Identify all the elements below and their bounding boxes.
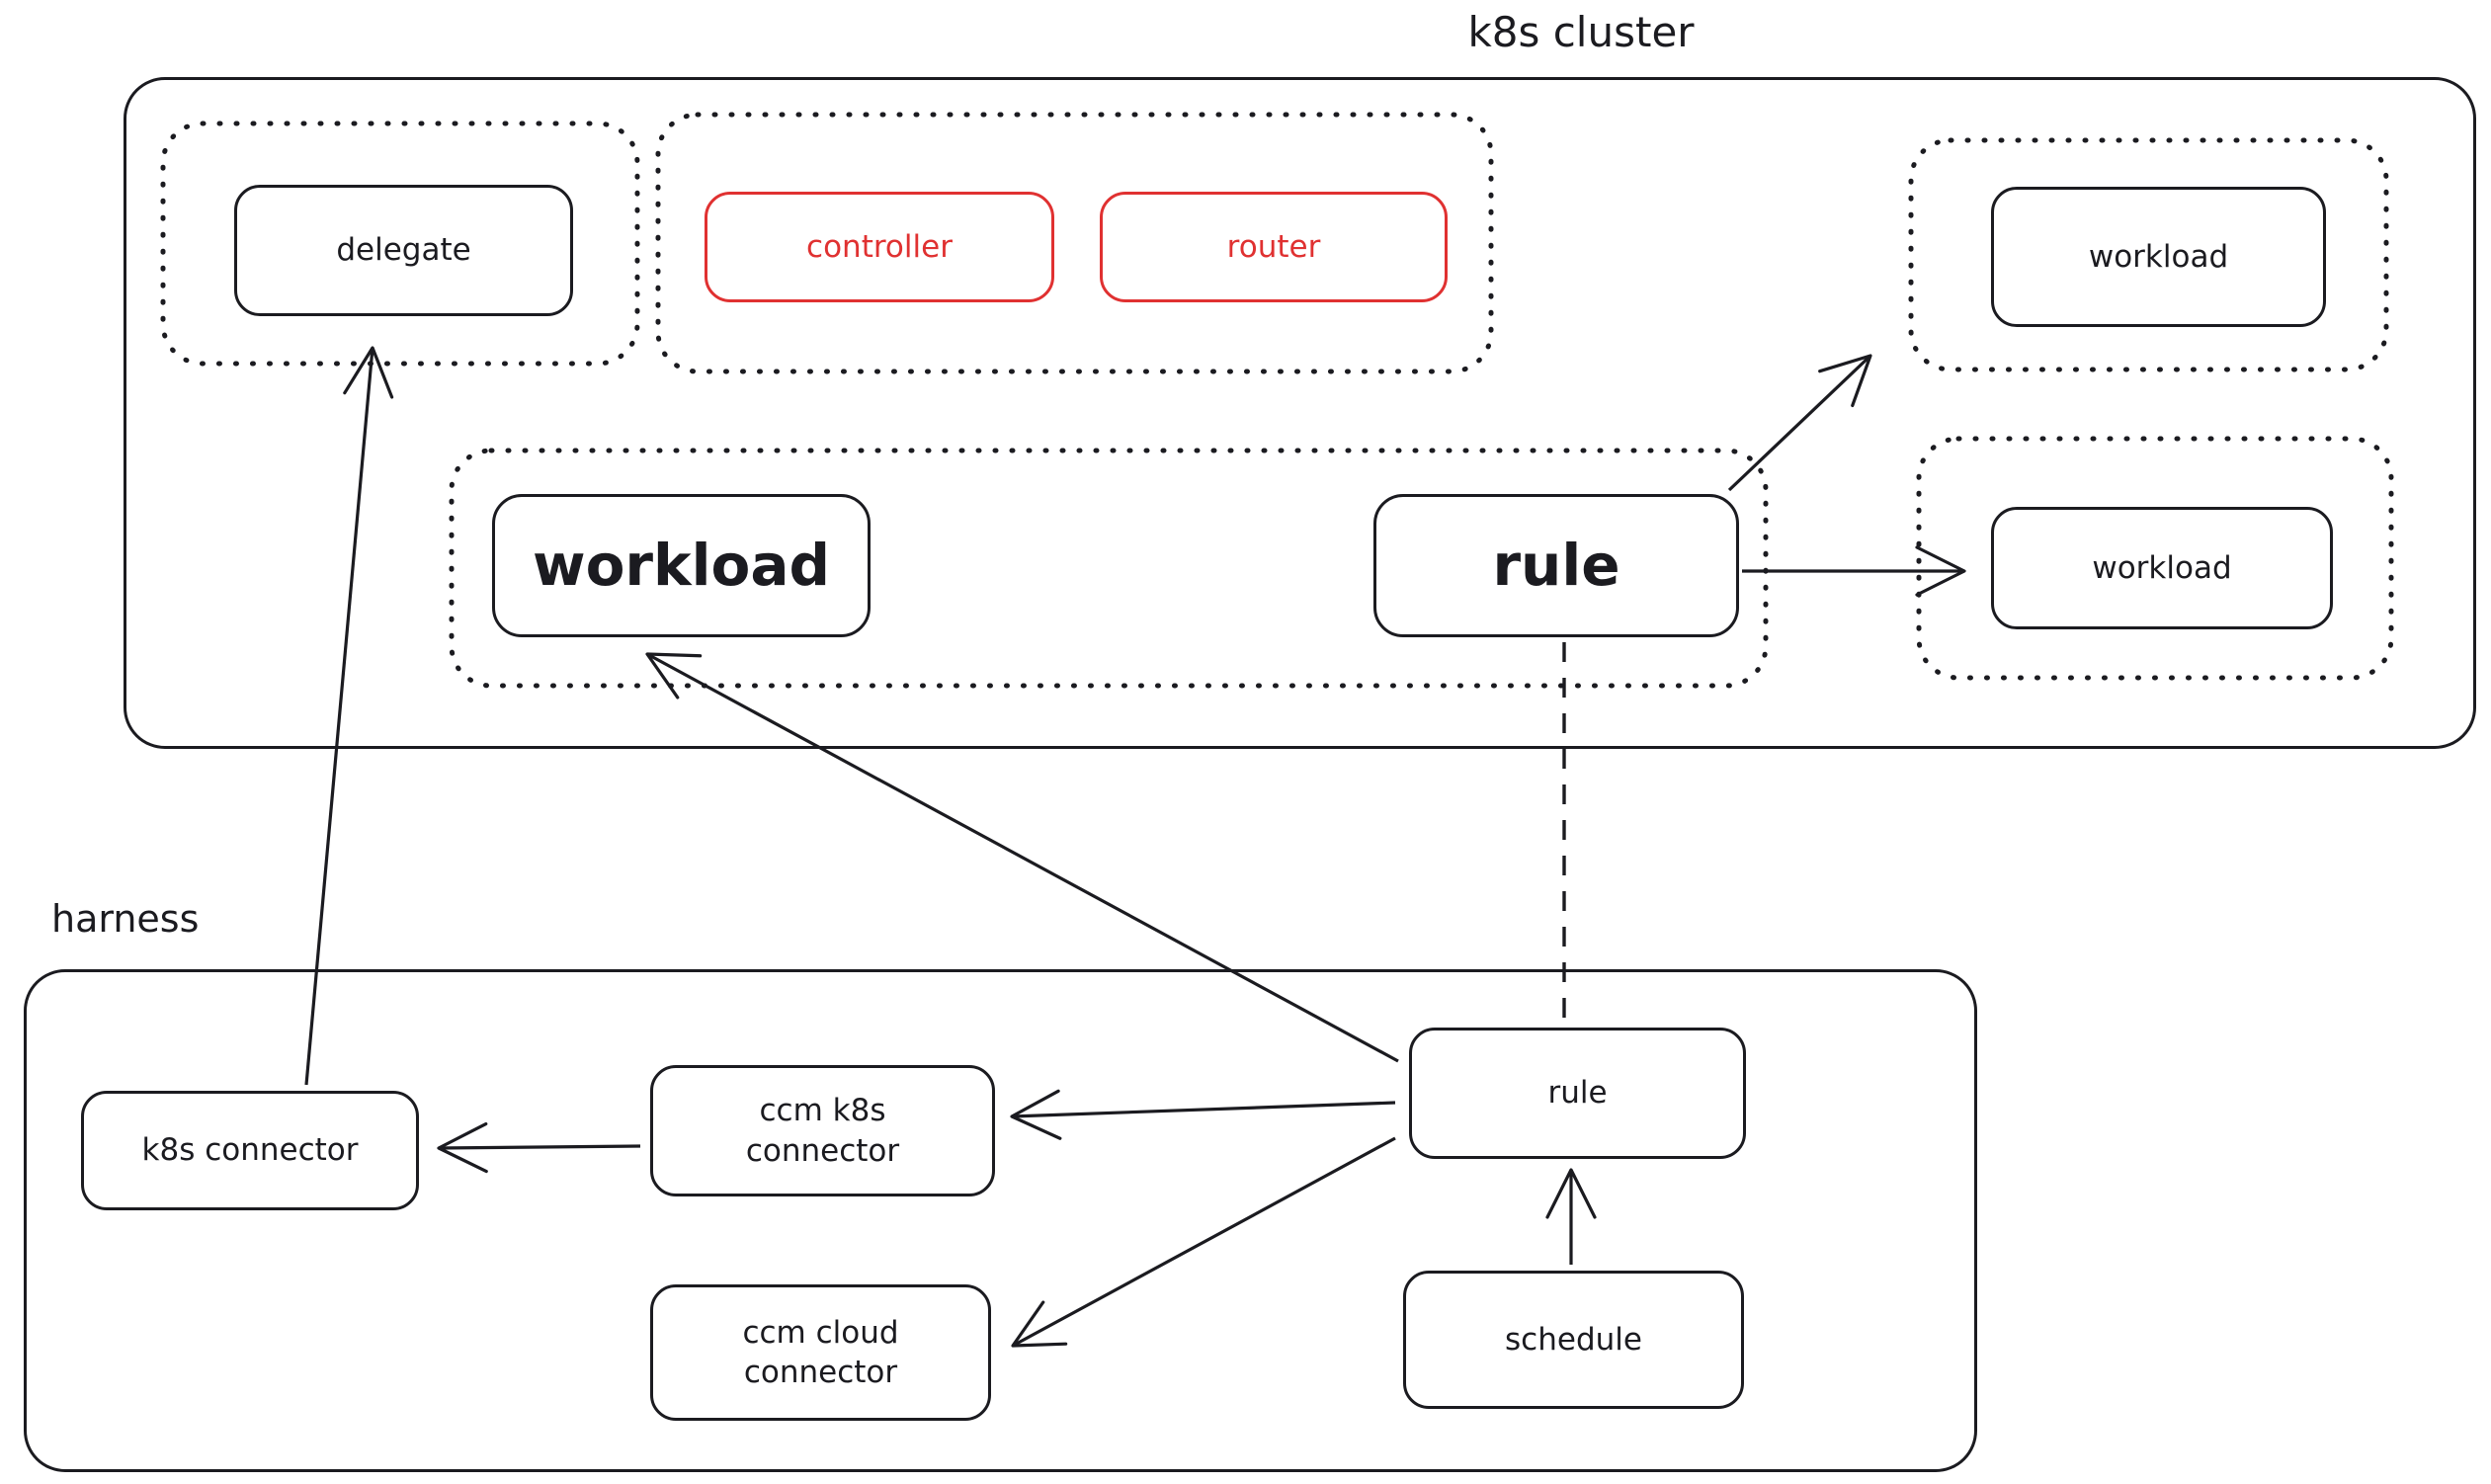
k8s-cluster-title: k8s cluster xyxy=(1467,8,1695,56)
rule-harness-node[interactable]: rule xyxy=(1409,1028,1746,1159)
ccm-cloud-connector-node[interactable]: ccm cloud connector xyxy=(650,1284,991,1421)
harness-title: harness xyxy=(51,897,200,941)
delegate-node[interactable]: delegate xyxy=(234,185,573,316)
rule-cluster-node[interactable]: rule xyxy=(1373,494,1739,637)
schedule-node[interactable]: schedule xyxy=(1403,1271,1744,1409)
k8s-connector-node[interactable]: k8s connector xyxy=(81,1091,419,1210)
workload-right-node[interactable]: workload xyxy=(1991,507,2333,629)
ccm-k8s-connector-node[interactable]: ccm k8s connector xyxy=(650,1065,995,1196)
controller-node[interactable]: controller xyxy=(705,192,1054,302)
router-node[interactable]: router xyxy=(1100,192,1448,302)
k8s-cluster-container[interactable] xyxy=(124,77,2476,749)
workload-top-node[interactable]: workload xyxy=(1991,187,2326,327)
workload-main-node[interactable]: workload xyxy=(492,494,871,637)
